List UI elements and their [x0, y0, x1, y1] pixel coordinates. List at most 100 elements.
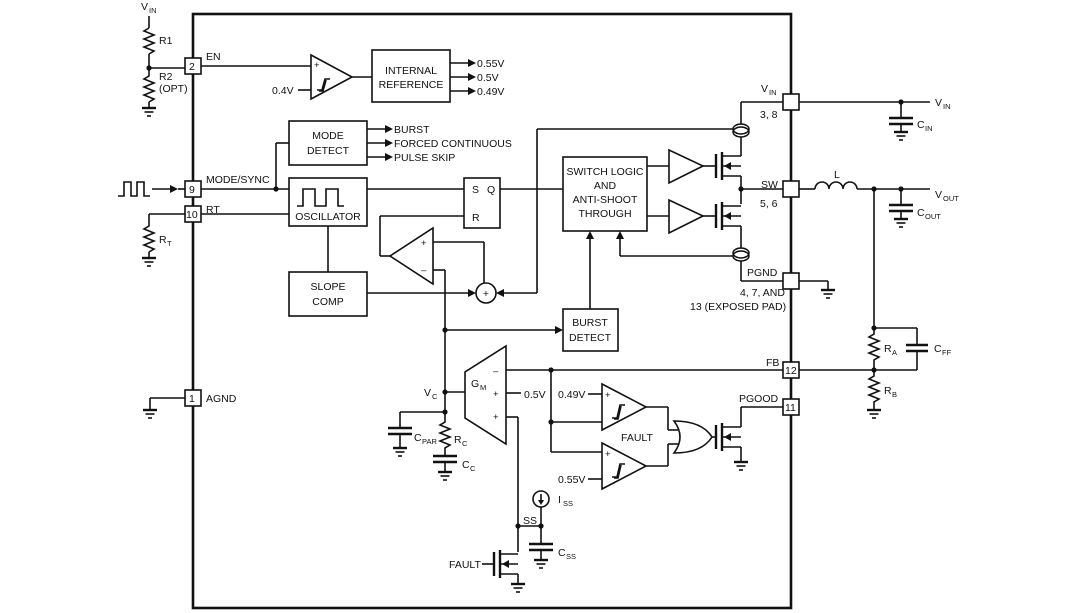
pin-2-en: 2 [184, 57, 202, 75]
svg-text:1: 1 [189, 393, 195, 405]
svg-text:C: C [462, 439, 468, 448]
svg-text:12: 12 [785, 365, 797, 377]
inductor-l: L [814, 169, 858, 190]
svg-text:C: C [558, 547, 566, 559]
fb-label: FB [766, 357, 779, 369]
svg-text:+: + [493, 412, 499, 423]
sr-latch: S Q R [463, 177, 501, 229]
svg-text:13 (EXPOSED PAD): 13 (EXPOSED PAD) [690, 301, 786, 313]
svg-text:OUT: OUT [925, 212, 941, 221]
sw-pin-label: SW 5, 6 [760, 179, 778, 210]
svg-text:IN: IN [943, 102, 951, 111]
css-capacitor: C SS [529, 542, 576, 569]
fault-label: FAULT [621, 432, 653, 444]
svg-text:3, 8: 3, 8 [760, 109, 778, 121]
pgood-label: PGOOD [739, 393, 779, 405]
low-side-driver [668, 198, 705, 235]
vin-pin-label: V IN 3, 8 [760, 83, 778, 121]
gm-error-amplifier: G M – + + [464, 344, 507, 446]
low-side-current-sense [732, 247, 750, 262]
r2-resistor: R2 (OPT) [141, 68, 188, 103]
cin-capacitor: C IN [889, 102, 933, 141]
svg-text:R1: R1 [159, 35, 173, 47]
svg-text:+: + [483, 288, 489, 300]
svg-text:V: V [761, 83, 768, 95]
svg-text:R: R [454, 434, 462, 446]
svg-text:FORCED CONTINUOUS: FORCED CONTINUOUS [394, 138, 512, 150]
svg-text:B: B [892, 390, 897, 399]
svg-text:IN: IN [769, 88, 777, 97]
svg-text:L: L [834, 169, 840, 181]
svg-text:M: M [480, 383, 486, 392]
svg-text:FF: FF [942, 348, 952, 357]
svg-text:–: – [421, 265, 427, 276]
pgood-mosfet [714, 423, 741, 451]
svg-text:THROUGH: THROUGH [578, 208, 631, 220]
svg-text:+: + [605, 449, 611, 460]
svg-text:SS: SS [566, 552, 576, 561]
en-comparator: + [310, 53, 354, 101]
low-side-mosfet [714, 202, 741, 230]
slope-comp-block: SLOPE COMP [288, 271, 368, 317]
svg-text:V: V [141, 1, 148, 13]
svg-text:C: C [934, 343, 942, 355]
svg-text:ANTI-SHOOT: ANTI-SHOOT [573, 194, 638, 206]
pin-12-fb: 12 [782, 361, 800, 379]
svg-text:10: 10 [186, 209, 198, 221]
svg-text:SS: SS [563, 499, 573, 508]
rt-label: RT [206, 204, 220, 216]
svg-text:OUT: OUT [943, 194, 959, 203]
svg-text:G: G [471, 378, 479, 390]
svg-text:C: C [470, 464, 476, 473]
svg-text:IN: IN [149, 6, 157, 15]
or-gate [672, 420, 713, 454]
svg-text:REFERENCE: REFERENCE [379, 79, 444, 91]
ss-discharge-mosfet [492, 550, 518, 578]
v049-label: 0.49V [558, 389, 585, 401]
svg-text:(OPT): (OPT) [159, 83, 188, 95]
svg-text:PAR: PAR [422, 437, 437, 446]
internal-reference-block: INTERNAL REFERENCE [371, 49, 451, 103]
ic-outline [191, 12, 793, 610]
svg-text:0.49V: 0.49V [477, 86, 504, 98]
ground-ss [511, 582, 525, 593]
svg-text:5, 6: 5, 6 [760, 198, 778, 210]
svg-text:C: C [462, 459, 470, 471]
switch-logic-block: SWITCH LOGIC AND ANTI-SHOOT THROUGH [562, 156, 648, 232]
svg-text:2: 2 [189, 61, 195, 73]
burst-detect-block: BURST DETECT [562, 308, 619, 352]
v055-label: 0.55V [558, 474, 585, 486]
high-side-current-sense [732, 123, 750, 138]
svg-text:V: V [935, 97, 942, 109]
pin-11-pgood: 11 [782, 398, 800, 416]
mode-sync-label: MODE/SYNC [206, 174, 270, 186]
rb-resistor: R B [866, 370, 897, 410]
vin-top-label: V IN [141, 1, 157, 15]
ground-pgnd [821, 288, 835, 299]
svg-text:R: R [884, 343, 892, 355]
svg-text:C: C [917, 207, 925, 219]
cout-capacitor: C OUT [889, 189, 941, 228]
svg-text:T: T [167, 239, 172, 248]
ground-r2 [142, 106, 156, 117]
svg-text:9: 9 [189, 184, 195, 196]
rc-resistor: R C [437, 412, 468, 452]
ground-rb [867, 408, 881, 419]
pin-10-rt: 10 [184, 205, 202, 223]
svg-text:+: + [421, 238, 427, 249]
ss-label: SS [523, 515, 537, 527]
svg-text:S: S [472, 184, 479, 196]
svg-text:OSCILLATOR: OSCILLATOR [295, 211, 361, 223]
svg-text:A: A [892, 348, 897, 357]
svg-text:SWITCH LOGIC: SWITCH LOGIC [566, 166, 643, 178]
cff-capacitor: C FF [906, 343, 952, 357]
svg-text:COMP: COMP [312, 296, 344, 308]
rt-resistor: R T [141, 214, 172, 253]
svg-text:DETECT: DETECT [569, 332, 612, 344]
svg-text:R: R [472, 212, 480, 224]
svg-text:V: V [935, 189, 942, 201]
svg-text:+: + [605, 390, 611, 401]
svg-text:R: R [159, 234, 167, 246]
agnd-label: AGND [206, 393, 237, 405]
